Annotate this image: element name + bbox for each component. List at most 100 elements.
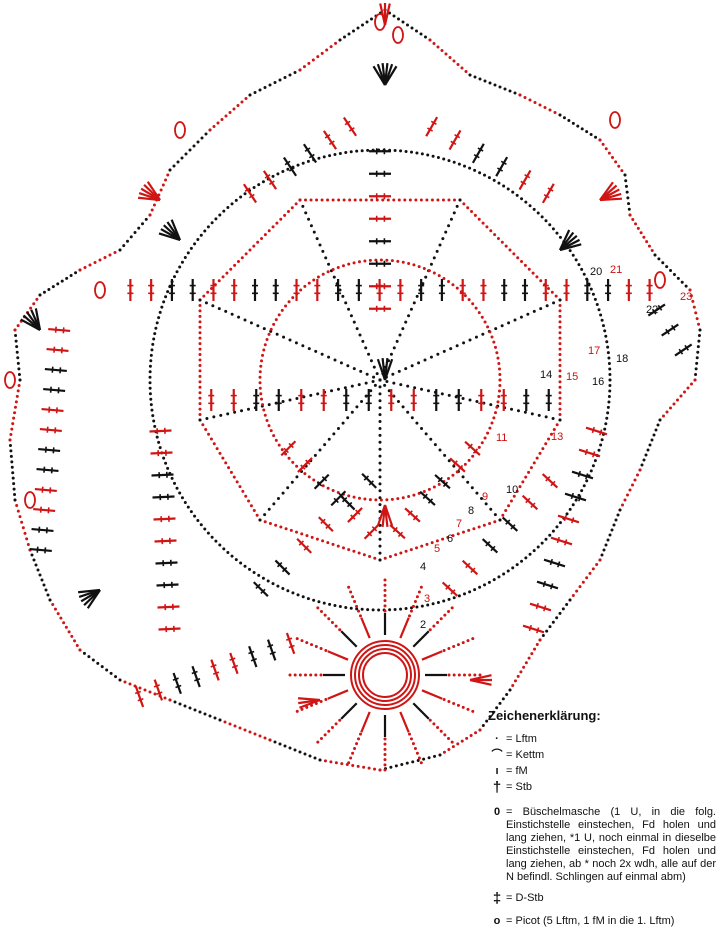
stitch xyxy=(536,580,559,590)
chain-dot xyxy=(143,688,147,692)
chain-dot xyxy=(383,599,387,603)
chain-dot xyxy=(336,387,340,391)
chain-dot xyxy=(356,764,360,768)
chain-dot xyxy=(301,595,305,599)
chain-dot xyxy=(290,480,294,484)
stitch xyxy=(172,672,182,695)
spoke xyxy=(399,711,410,733)
chain-dot xyxy=(452,160,456,164)
chain-dot xyxy=(159,188,163,192)
chain-dot xyxy=(427,487,431,491)
chain-dot xyxy=(319,647,323,651)
chain-dot xyxy=(669,269,673,273)
chain-dot xyxy=(25,537,29,541)
stitch xyxy=(285,632,296,655)
chain-dot xyxy=(383,768,387,772)
stitch xyxy=(155,559,178,567)
chain-dot xyxy=(515,563,519,567)
chain-dot xyxy=(436,600,440,604)
stitch xyxy=(419,490,436,506)
chain-dot xyxy=(558,611,562,615)
chain-dot xyxy=(455,286,459,290)
chain-dot xyxy=(449,217,453,221)
chain-dot xyxy=(429,262,433,266)
chain-dot xyxy=(452,211,456,215)
chain-dot xyxy=(203,712,207,716)
chain-dot xyxy=(260,397,264,401)
chain-dot xyxy=(437,482,441,486)
chain-dot xyxy=(419,198,423,202)
chain-dot xyxy=(293,748,297,752)
chain-dot xyxy=(608,533,612,537)
stitch xyxy=(355,279,362,301)
chain-dot xyxy=(175,486,179,490)
chain-dot xyxy=(336,426,340,430)
chain-dot xyxy=(272,502,276,506)
chain-dot xyxy=(286,589,290,593)
chain-dot xyxy=(394,553,398,557)
chain-dot xyxy=(372,365,376,369)
chain-dot xyxy=(378,406,382,410)
chain-dot xyxy=(352,495,356,499)
chain-dot xyxy=(312,478,316,482)
chain-dot xyxy=(606,345,610,349)
stitch xyxy=(34,486,57,494)
chain-dot xyxy=(262,327,266,331)
chain-dot xyxy=(420,544,424,548)
chain-dot xyxy=(205,416,209,420)
chain-dot xyxy=(516,256,520,260)
chain-dot xyxy=(474,731,478,735)
chain-dot xyxy=(358,333,362,337)
chain-dot xyxy=(606,405,610,409)
chain-dot xyxy=(38,573,42,577)
chain-dot xyxy=(220,118,224,121)
chain-dot xyxy=(239,561,243,565)
stitch xyxy=(647,303,666,317)
chain-dot xyxy=(413,746,417,750)
chain-dot xyxy=(520,559,524,563)
chain-dot xyxy=(410,364,414,368)
chain-dot xyxy=(580,267,584,271)
chain-dot xyxy=(62,621,66,625)
chain-dot xyxy=(426,153,430,157)
chain-dot xyxy=(333,358,337,362)
stitch xyxy=(275,389,282,411)
chain-dot xyxy=(281,400,285,404)
chain-dot xyxy=(474,306,478,310)
chain-dot xyxy=(568,249,572,253)
chain-dot xyxy=(305,534,309,538)
stitch xyxy=(543,558,566,568)
chain-dot xyxy=(217,307,221,311)
chain-dot xyxy=(486,325,490,329)
chain-dot xyxy=(224,461,228,465)
chain-dot xyxy=(452,645,456,649)
chain-dot xyxy=(378,489,382,493)
stitch xyxy=(134,685,145,708)
chain-dot xyxy=(442,697,446,701)
chain-dot xyxy=(593,297,597,301)
chain-dot xyxy=(518,485,522,489)
chain-dot xyxy=(96,661,100,665)
chain-dot xyxy=(378,433,382,437)
chain-dot xyxy=(565,512,569,516)
chain-dot xyxy=(347,585,351,589)
chain-dot xyxy=(383,604,387,608)
center-ring-line xyxy=(354,644,416,706)
chain-dot xyxy=(302,65,306,69)
chain-dot xyxy=(225,271,229,275)
chain-dot xyxy=(580,127,584,131)
chain-dot xyxy=(368,555,372,559)
chain-dot xyxy=(64,625,68,629)
stitch xyxy=(388,389,395,411)
chain-dot xyxy=(210,286,214,290)
chain-dot xyxy=(669,406,672,410)
chain-dot xyxy=(323,443,327,447)
chain-dot xyxy=(321,272,325,276)
chain-dot xyxy=(690,382,693,386)
spoke xyxy=(340,702,358,720)
chain-dot xyxy=(463,673,466,677)
chain-dot xyxy=(385,380,389,384)
chain-dot xyxy=(430,198,434,202)
chain-dot xyxy=(537,413,541,417)
chain-dot xyxy=(501,697,505,701)
